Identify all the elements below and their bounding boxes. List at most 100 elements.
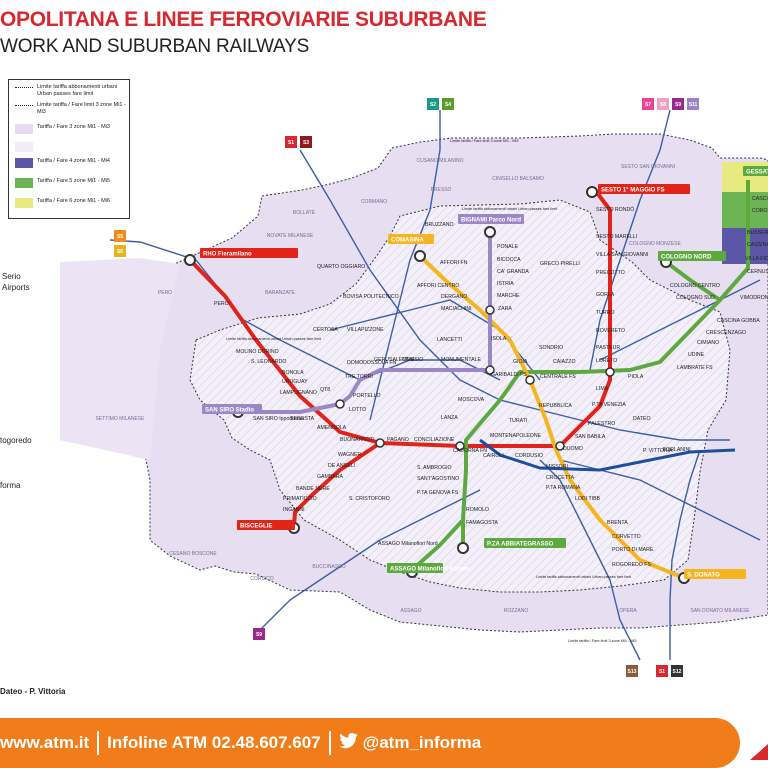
- station-label[interactable]: MOSCOVA: [458, 397, 485, 403]
- station-label[interactable]: BANDE NERE: [296, 486, 330, 492]
- station-label[interactable]: PRIMATICCIO: [283, 496, 317, 502]
- suburban-line-badge[interactable]: S11: [687, 98, 699, 110]
- terminal-label[interactable]: P.ZA ABBIATEGRASSO: [484, 538, 566, 548]
- station-label[interactable]: GAMBARA: [317, 474, 343, 480]
- station-label[interactable]: DATEO: [633, 416, 650, 422]
- station-label[interactable]: LANCETTI: [437, 337, 462, 343]
- suburban-line-badge[interactable]: S13: [626, 665, 638, 677]
- station-label[interactable]: ZARA: [498, 306, 512, 312]
- terminal-label[interactable]: ASSAGO Milanofiori Forum: [387, 563, 468, 573]
- station-label[interactable]: LODI TIBB: [575, 496, 601, 502]
- station-label[interactable]: GIOIA: [513, 359, 528, 365]
- station-label[interactable]: SESTO MARELLI: [596, 234, 637, 240]
- station-label[interactable]: P.TA ROMANA: [546, 485, 581, 491]
- station-label[interactable]: MONTENAPOLEONE: [490, 433, 542, 439]
- station-label[interactable]: VILLA FIORITA: [745, 256, 768, 262]
- station-label[interactable]: INGANNI: [283, 507, 305, 513]
- station-label[interactable]: PORTO DI MARE: [612, 547, 654, 553]
- station-label[interactable]: SANT'AGOSTINO: [417, 476, 459, 482]
- station-label[interactable]: BUONARROTI: [340, 437, 375, 443]
- station-label[interactable]: BUSSERO: [747, 230, 768, 236]
- station-label[interactable]: GRECO PIRELLI: [540, 261, 580, 267]
- station-label[interactable]: QUARTO OGGIARO: [317, 264, 365, 270]
- station-label[interactable]: CONCILIAZIONE: [414, 437, 455, 443]
- suburban-line-badge[interactable]: S6: [114, 245, 126, 257]
- station-label[interactable]: P. VITTORIA: [643, 448, 673, 454]
- station-label[interactable]: VILLA SAN GIOVANNI: [596, 252, 648, 258]
- terminal-label[interactable]: BISCEGLIE: [237, 520, 295, 530]
- terminal-label[interactable]: SAN SIRO Stadio: [202, 404, 262, 414]
- station-label[interactable]: TRE TORRI: [345, 374, 373, 380]
- station-label[interactable]: PALESTRO: [588, 421, 615, 427]
- station-label[interactable]: S. CRISTOFORO: [349, 496, 390, 502]
- station-label[interactable]: VIMODRONE: [740, 295, 768, 301]
- station-label[interactable]: CROCETTA: [546, 475, 575, 481]
- station-label[interactable]: TURRO: [596, 310, 614, 316]
- station-label[interactable]: CADORNA FN: [453, 448, 487, 454]
- station-label[interactable]: LORETO: [596, 358, 617, 364]
- station-label[interactable]: AFFORI CENTRO: [417, 283, 459, 289]
- station-label[interactable]: PONALE: [497, 244, 519, 250]
- station-label[interactable]: CENTRALE FS: [540, 374, 576, 380]
- footer-site-link[interactable]: www.atm.it: [0, 733, 90, 752]
- station-label[interactable]: BICOCCA: [497, 257, 521, 263]
- station-label[interactable]: MISSORI: [546, 464, 568, 470]
- station-label[interactable]: FORLANINI: [663, 447, 691, 453]
- station-label[interactable]: LAMBRATE FS: [677, 365, 713, 371]
- station-label[interactable]: LANZA: [441, 415, 458, 421]
- station-label[interactable]: P.TA GENOVA FS: [417, 490, 459, 496]
- terminal-label[interactable]: COMASINA: [388, 234, 434, 244]
- station-label[interactable]: SEGESTA: [290, 416, 315, 422]
- suburban-line-badge[interactable]: S12: [671, 665, 683, 677]
- station-label[interactable]: UDINE: [688, 352, 705, 358]
- station-label[interactable]: PORTELLO: [353, 393, 381, 399]
- station-label[interactable]: ISOLA: [491, 336, 507, 342]
- station-label[interactable]: MARCHE: [497, 293, 520, 299]
- station-label[interactable]: COLOGNO CENTRO: [670, 283, 720, 289]
- station-label[interactable]: TURATI: [509, 418, 527, 424]
- station-label[interactable]: AFFORI FN: [440, 260, 468, 266]
- station-label[interactable]: MONUMENTALE: [441, 357, 482, 363]
- station-label[interactable]: SESTO RONDÒ: [596, 206, 634, 213]
- station-label[interactable]: CIMIANO: [697, 340, 719, 346]
- station-label[interactable]: LIMA: [596, 386, 609, 392]
- suburban-line-badge[interactable]: S8: [657, 98, 669, 110]
- station-label[interactable]: BRENTA: [607, 520, 628, 526]
- terminal-label[interactable]: RHO Fieramilano: [200, 248, 298, 258]
- station-label[interactable]: ROVERETO: [596, 328, 625, 334]
- station-label[interactable]: DOMODOSSOLA FN: [347, 360, 397, 366]
- station-label[interactable]: BRUZZANO: [425, 222, 454, 228]
- station-label[interactable]: ROMOLO: [466, 507, 489, 513]
- station-label[interactable]: ASSAGO Milanofiori Nord: [378, 541, 438, 547]
- station-label[interactable]: CA' GRANDA: [497, 269, 529, 275]
- station-label[interactable]: GERUSALEMME: [374, 357, 415, 363]
- station-label[interactable]: CORONA: [752, 208, 768, 214]
- station-label[interactable]: ISTRIA: [497, 281, 514, 287]
- station-label[interactable]: BONOLA: [282, 370, 304, 376]
- station-label[interactable]: ROGOREDO FS: [612, 562, 651, 568]
- station-label[interactable]: CAIROLI: [483, 453, 504, 459]
- terminal-label[interactable]: SESTO 1° MAGGIO FS: [598, 184, 690, 194]
- station-label[interactable]: P.TA VENEZIA: [592, 402, 626, 408]
- station-label[interactable]: WAGNER: [338, 452, 361, 458]
- station-label[interactable]: AMENDOLA: [317, 425, 347, 431]
- station-label[interactable]: PAGANO: [387, 437, 409, 443]
- suburban-line-badge[interactable]: S4: [442, 98, 454, 110]
- station-label[interactable]: PIOLA: [628, 374, 644, 380]
- station-label[interactable]: SONDRIO: [539, 345, 563, 351]
- station-label[interactable]: S. LEONARDO: [251, 359, 286, 365]
- station-label[interactable]: CASCINA GOBBA: [717, 318, 760, 324]
- station-label[interactable]: QT8: [320, 387, 330, 393]
- station-label[interactable]: LOTTO: [349, 407, 366, 413]
- suburban-line-badge[interactable]: S1: [656, 665, 668, 677]
- station-label[interactable]: MOLINO DORINO: [236, 349, 279, 355]
- station-label[interactable]: SAN BABILA: [575, 434, 606, 440]
- station-label[interactable]: CASCINA: [752, 196, 768, 202]
- station-label[interactable]: DERGANO: [441, 294, 467, 300]
- station-label[interactable]: GORLA: [596, 292, 615, 298]
- suburban-line-badge[interactable]: S7: [642, 98, 654, 110]
- suburban-line-badge[interactable]: S5: [114, 230, 126, 242]
- footer-twitter-handle[interactable]: @atm_informa: [362, 733, 482, 752]
- station-label[interactable]: PERO: [214, 301, 229, 307]
- station-label[interactable]: URUGUAY: [282, 379, 308, 385]
